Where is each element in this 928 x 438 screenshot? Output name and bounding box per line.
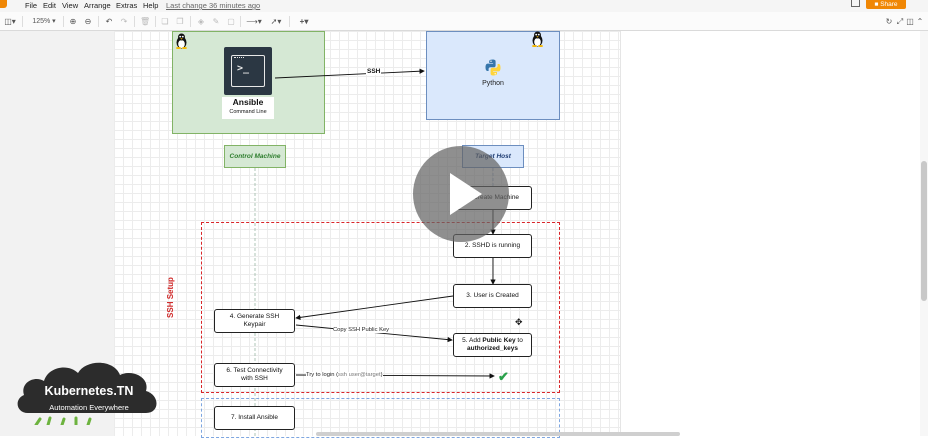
last-change-link[interactable]: Last change 36 minutes ago [166,1,261,10]
terminal-window [231,55,265,87]
menu-help[interactable]: Help [143,1,159,10]
ansible-title: Ansible [232,97,264,107]
step-user-created-label: 3. User is Created [466,292,519,299]
step-add-public-key-line2: authorized_keys [467,345,518,352]
step-add-public-key[interactable]: 5. Add Public Key to authorized_keys [453,333,532,357]
terminal-dots [234,57,244,59]
horizontal-scrollbar[interactable] [316,432,680,436]
app-logo[interactable] [0,0,7,8]
ssh-edge-label: SSH [366,68,382,75]
fit-icon[interactable]: ↻ [885,17,893,26]
step-generate-keypair-line1: 4. Generate SSH [229,313,280,320]
python-icon [485,59,501,76]
fullscreen-icon[interactable]: ⤢ [896,17,904,26]
step-sshd-running-label: 2. SSHD is running [464,242,521,249]
menu-arrange[interactable]: Arrange [84,1,111,10]
try-login-text: Try to login ( [306,372,338,378]
ssh-connector[interactable] [274,68,425,79]
step-add-bold: Public Key [482,337,516,344]
canvas-margin [620,31,920,436]
terminal-prompt: >_ [237,63,250,74]
toolbar-divider [240,16,241,27]
move-cursor-icon: ✥ [515,317,523,327]
menu-extras[interactable]: Extras [116,1,138,10]
step-test-connectivity[interactable]: 6. Test Connectivity with SSH [214,363,295,387]
zoom-dropdown[interactable]: 125% ▾ [32,18,56,25]
toolbar-divider [190,16,191,27]
video-play-button[interactable] [413,146,509,242]
connection-style-icon[interactable]: ⟶▾ [246,17,262,26]
kubernetes-tn-logo [17,362,157,425]
redo-icon[interactable]: ↷ [120,17,128,26]
delete-icon[interactable]: 🗑 [140,17,151,26]
vertical-scroll-thumb[interactable] [921,161,927,301]
share-button[interactable]: ■ Share [866,0,906,9]
comment-icon[interactable] [851,0,860,7]
share-label: Share [880,1,898,8]
panel-toggle-icon[interactable]: ◫▾ [4,17,16,26]
vertical-scrollbar[interactable] [920,31,928,436]
step-generate-keypair-line2: Keypair [243,321,266,328]
undo-icon[interactable]: ↶ [105,17,113,26]
toolbar-divider [98,16,99,27]
checkmark-icon: ✔ [498,369,509,384]
to-back-icon[interactable]: ❐ [176,17,184,26]
toolbar-divider [63,16,64,27]
step-add-public-key-line1: 5. Add Public Key to [462,337,523,345]
try-login-command: ssh user@target [338,372,381,378]
toolbar-divider [134,16,135,27]
toolbar: ◫▾ 125% ▾ ⊕ ⊖ ↶ ↷ 🗑 ❏ ❐ ◈ ✎ ▢ ⟶▾ ➚▾ +▾ ↻… [0,12,928,31]
zoom-in-icon[interactable]: ⊕ [69,17,77,26]
to-front-icon[interactable]: ❏ [161,17,169,26]
step-test-connectivity-line2: with SSH [241,375,268,382]
ansible-label: Ansible Command Line [222,97,274,119]
ansible-subtitle: Command Line [229,109,267,115]
toolbar-divider [22,16,23,27]
copy-key-label: Copy SSH Public Key [333,327,390,333]
fill-color-icon[interactable]: ◈ [197,17,205,26]
python-label: Python [482,80,504,87]
toolbar-divider [155,16,156,27]
toolbar-divider [289,16,290,27]
format-panel-icon[interactable]: ◫ [906,17,914,26]
flow-arrow-3-4[interactable] [295,295,454,321]
watermark-title: Kubernetes.TN [44,384,134,398]
ssh-setup-label: SSH Setup [165,277,175,318]
zoom-out-icon[interactable]: ⊖ [84,17,92,26]
try-login-label: Try to login (ssh user@target) [306,372,383,378]
line-color-icon[interactable]: ✎ [212,17,220,26]
menu-view[interactable]: View [62,1,79,10]
collapse-icon[interactable]: ⌃ [916,17,924,26]
control-machine-label[interactable]: Control Machine [224,145,286,168]
step-test-connectivity-line1: 6. Test Connectivity [226,367,283,374]
step-install-ansible-label: 7. Install Ansible [231,414,278,421]
step-user-created[interactable]: 3. User is Created [453,284,532,308]
linux-tux-icon [532,31,543,47]
menu-edit[interactable]: Edit [43,1,56,10]
waypoints-icon[interactable]: ➚▾ [270,17,282,26]
zoom-value: 125% [32,18,51,25]
terminal-icon[interactable]: >_ [224,47,272,95]
step-add-prefix: 5. Add [462,337,483,344]
try-login-close: ) [380,372,383,378]
watermark-tagline: Automation Everywhere [49,403,129,412]
ssh-setup-group[interactable] [201,222,560,393]
shadow-icon[interactable]: ▢ [227,17,235,26]
play-icon [450,173,482,215]
menu-bar: File Edit View Arrange Extras Help Last … [0,0,928,12]
step-add-mid: to [515,337,523,344]
linux-tux-icon [176,33,187,49]
step-generate-keypair[interactable]: 4. Generate SSH Keypair [214,309,295,333]
menu-file[interactable]: File [25,1,38,10]
insert-icon[interactable]: +▾ [299,17,309,26]
step-install-ansible[interactable]: 7. Install Ansible [214,406,295,430]
